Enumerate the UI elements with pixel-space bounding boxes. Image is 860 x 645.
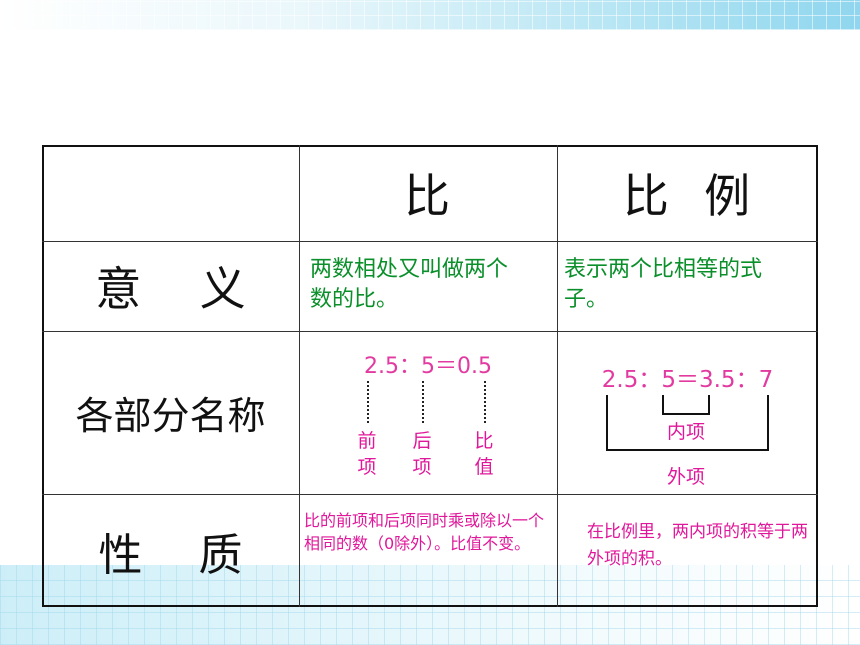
row-divider bbox=[42, 331, 818, 332]
proportion-meaning-text: 表示两个比相等的式子。 bbox=[564, 257, 763, 312]
term-antecedent: 前项 bbox=[357, 430, 377, 478]
inner-terms-label: 内项 bbox=[666, 421, 705, 443]
header-ratio: 比 bbox=[404, 169, 452, 223]
dotted-connector bbox=[484, 381, 486, 423]
row-label-part-names: 各部分名称 bbox=[75, 394, 266, 438]
row-divider bbox=[42, 241, 818, 242]
table-border bbox=[42, 145, 818, 607]
row-label-meaning: 意 义 bbox=[95, 262, 246, 316]
ratio-example: 2.5：5＝0.5 bbox=[364, 354, 492, 379]
proportion-property-text: 在比例里，两内项的积等于两外项的积。 bbox=[587, 522, 808, 569]
outer-terms-label: 外项 bbox=[666, 466, 705, 488]
row-divider bbox=[42, 494, 818, 495]
column-divider bbox=[557, 145, 558, 607]
proportion-example: 2.5：5＝3.5：7 bbox=[601, 367, 774, 393]
dotted-connector bbox=[422, 381, 424, 423]
ratio-meaning-text: 两数相处又叫做两个数的比。 bbox=[310, 257, 509, 312]
dotted-connector bbox=[367, 381, 369, 423]
header-proportion: 比 例 bbox=[622, 169, 753, 223]
outer-terms-bracket bbox=[606, 395, 769, 451]
column-divider bbox=[299, 145, 300, 607]
term-consequent: 后项 bbox=[412, 430, 432, 478]
comparison-table: 比 比 例 意 义 两数相处又叫做两个数的比。 表示两个比相等的式子。 各部分名… bbox=[42, 145, 818, 607]
inner-terms-bracket bbox=[662, 395, 710, 415]
term-ratio-value: 比值 bbox=[474, 430, 494, 478]
top-decorative-band bbox=[0, 0, 860, 30]
row-label-property: 性 质 bbox=[98, 529, 243, 581]
ratio-property-text: 比的前项和后项同时乘或除以一个相同的数（0除外）。比值不变。 bbox=[304, 511, 545, 553]
